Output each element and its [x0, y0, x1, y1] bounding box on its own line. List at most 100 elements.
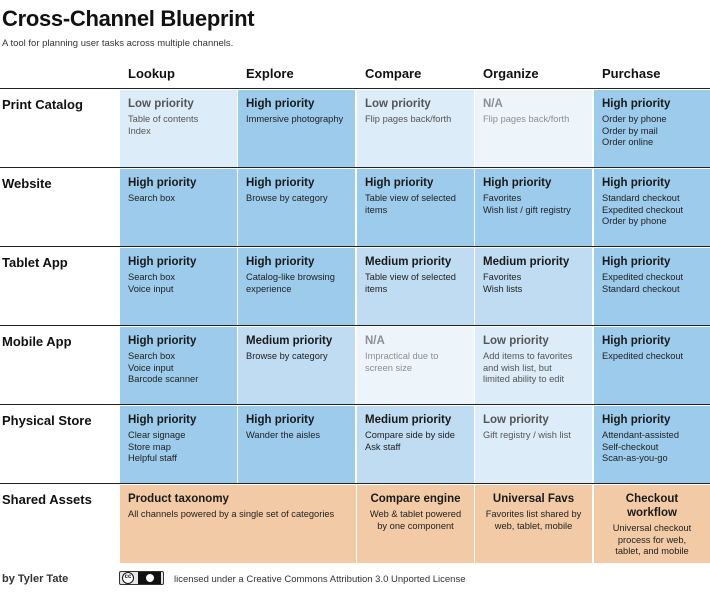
detail-line: Gift registry / wish list [483, 430, 571, 440]
detail-line: Standard checkout [602, 283, 680, 294]
detail-line: Browse by category [246, 193, 328, 203]
row-divider [0, 404, 710, 405]
detail-line: Ask staff [365, 441, 401, 452]
column-header-lookup: Lookup [128, 66, 175, 81]
detail-line: experience [246, 283, 292, 294]
detail-line: Index [128, 125, 151, 136]
detail-line: Attendant-assisted [602, 430, 680, 440]
detail-line: Universal checkout [612, 523, 692, 533]
cell-details: Immersive photography [246, 114, 347, 126]
priority-label: High priority [246, 98, 315, 110]
shared-asset-title: Checkout workflow [625, 493, 679, 519]
detail-line: Favorites [483, 193, 522, 203]
priority-label: High priority [365, 177, 434, 189]
row-divider [0, 167, 710, 168]
priority-label: N/A [483, 98, 503, 110]
priority-label: High priority [602, 98, 671, 110]
column-header-organize: Organize [483, 66, 539, 81]
priority-label: Medium priority [483, 256, 570, 268]
priority-label: High priority [483, 177, 552, 189]
detail-line: Wish list / gift registry [483, 204, 571, 215]
priority-label: Medium priority [246, 335, 333, 347]
footer-author: by Tyler Tate [2, 573, 69, 585]
page-title: Cross-Channel Blueprint [2, 6, 255, 31]
row-divider [0, 246, 710, 247]
creative-commons-badge-icon: cc [119, 571, 164, 585]
row-label-tablet-app: Tablet App [2, 255, 68, 270]
detail-line: Store map [128, 441, 171, 452]
detail-line: process for web, [617, 534, 687, 545]
row-label-shared-assets: Shared Assets [2, 492, 92, 507]
priority-label: Low priority [483, 335, 549, 347]
column-header-compare: Compare [365, 66, 422, 81]
detail-line: Voice input [128, 362, 174, 373]
priority-label: Low priority [365, 98, 431, 110]
priority-label: High priority [128, 335, 197, 347]
detail-line: Order by mail [602, 125, 658, 136]
detail-line: Search box [128, 351, 176, 361]
detail-line: Standard checkout [602, 193, 680, 203]
detail-line: Table view of selected [365, 193, 456, 203]
cell-details: Search box [128, 193, 229, 205]
priority-label: High priority [602, 414, 671, 426]
detail-line: items [365, 204, 388, 215]
column-header-explore: Explore [246, 66, 294, 81]
detail-line: Favorites list shared by [485, 509, 582, 519]
detail-line: by one component [377, 520, 454, 531]
detail-line: Expedited checkout [602, 204, 684, 215]
cell-print-catalog-organize: N/A Flip pages back/forth [475, 90, 592, 167]
row-label-mobile-app: Mobile App [2, 334, 72, 349]
cell-details: Flip pages back/forth [483, 114, 584, 126]
detail-line: and wish list, but [483, 362, 552, 373]
detail-line: items [365, 283, 388, 294]
priority-label: High priority [246, 177, 315, 189]
license-text: licensed under a Creative Commons Attrib… [174, 574, 466, 585]
detail-line: Flip pages back/forth [483, 114, 570, 124]
row-label-physical-store: Physical Store [2, 413, 92, 428]
priority-label: High priority [128, 414, 197, 426]
detail-line: Compare side by side [365, 430, 455, 440]
detail-line: Wish lists [483, 283, 523, 294]
detail-line: Expedited checkout [602, 351, 684, 361]
cell-details: Flip pages back/forth [365, 114, 466, 126]
priority-label: N/A [365, 335, 385, 347]
page-subtitle: A tool for planning user tasks across mu… [2, 38, 234, 49]
detail-line: Table view of selected [365, 272, 456, 282]
detail-line: Flip pages back/forth [365, 114, 452, 124]
detail-line: Catalog-like browsing [246, 272, 335, 282]
cell-details: Gift registry / wish list [483, 430, 584, 442]
detail-line: All channels powered by a single set of … [128, 509, 335, 519]
